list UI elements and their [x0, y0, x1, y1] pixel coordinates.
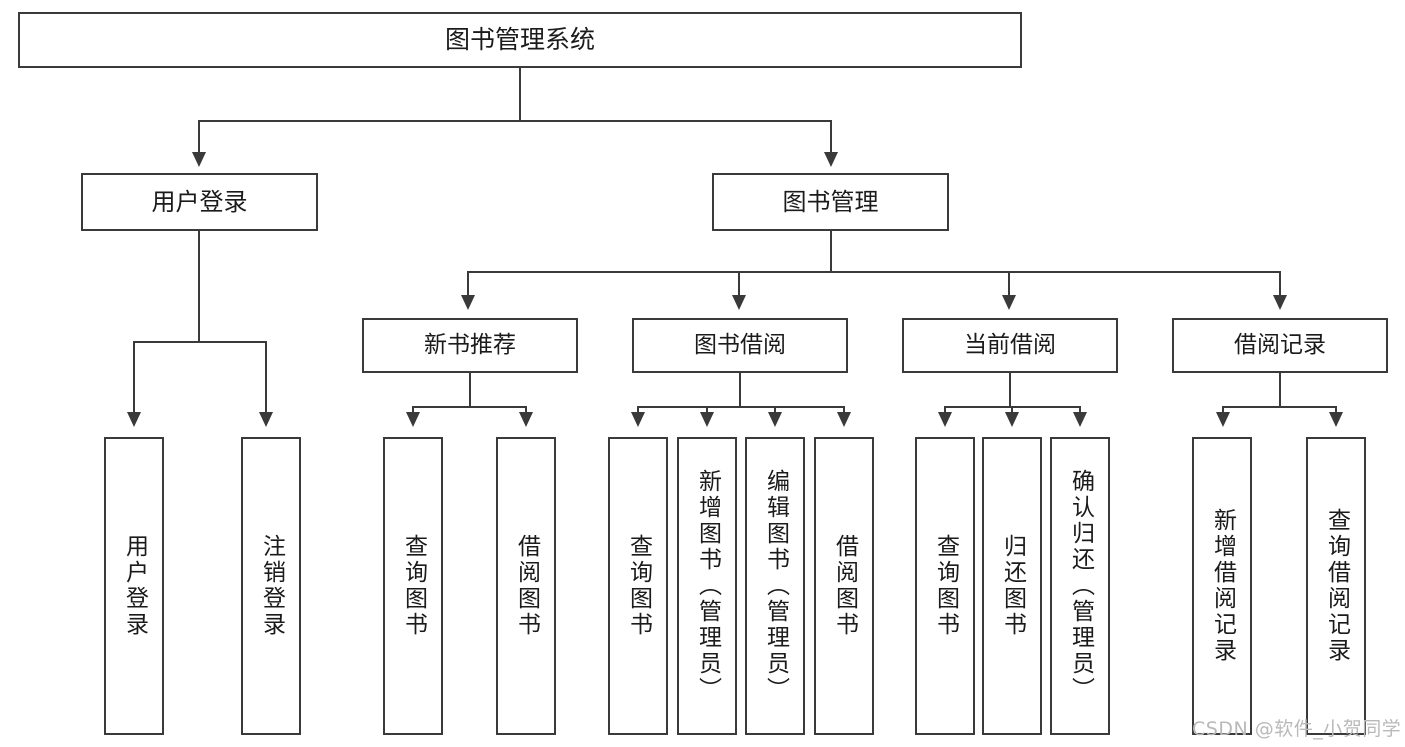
node-current-borrow[interactable]: 当前借阅	[902, 318, 1118, 373]
arrow-bb-to-leaf-3	[768, 412, 782, 427]
edge-new-book-to-leaf-1	[412, 406, 414, 414]
node-book-management[interactable]: 图书管理	[712, 173, 949, 231]
arrow-bm-to-borrow-record	[1273, 295, 1287, 310]
node-label: 借阅记录	[1234, 331, 1326, 358]
node-label: 用户登录	[151, 187, 248, 216]
edge-br-to-leaf-2	[1335, 406, 1337, 414]
leaf-label: 查询图书	[932, 534, 959, 638]
arrow-user-login-to-leaf-2	[259, 412, 273, 427]
edge-bm-to-book-borrow	[738, 271, 740, 297]
leaf-label: 新增借阅记录	[1209, 508, 1236, 664]
edge-cb-to-leaf-3	[1079, 406, 1081, 414]
leaf-return-book[interactable]: 归还图书	[982, 437, 1042, 735]
leaf-label: 借阅图书	[831, 534, 858, 638]
node-book-borrow[interactable]: 图书借阅	[632, 318, 848, 373]
leaf-label: 查询图书	[625, 534, 652, 638]
edge-root-to-book-management	[830, 120, 832, 154]
edge-bb-to-leaf-2	[706, 406, 708, 414]
edge-book-borrow-stem	[739, 373, 741, 408]
edge-bm-to-current-borrow	[1008, 271, 1010, 297]
edge-new-book-stem	[469, 373, 471, 408]
node-borrow-record[interactable]: 借阅记录	[1172, 318, 1388, 373]
arrow-new-book-to-leaf-2	[519, 412, 533, 427]
leaf-query-book-recommend[interactable]: 查询图书	[383, 437, 443, 735]
leaf-query-book-borrow[interactable]: 查询图书	[608, 437, 668, 735]
arrow-root-to-user-login	[192, 152, 206, 167]
leaf-label: 查询借阅记录	[1323, 508, 1350, 664]
arrow-bb-to-leaf-4	[837, 412, 851, 427]
arrow-br-to-leaf-2	[1329, 412, 1343, 427]
edge-current-borrow-stem	[1009, 373, 1011, 408]
arrow-root-to-book-management	[824, 152, 838, 167]
edge-cb-to-leaf-1	[944, 406, 946, 414]
leaf-label: 用户登录	[121, 534, 148, 638]
edge-bb-to-leaf-3	[774, 406, 776, 414]
arrow-bb-to-leaf-1	[631, 412, 645, 427]
leaf-label: 注销登录	[258, 534, 285, 638]
edge-user-login-distributor	[133, 341, 267, 343]
edge-root-stem	[519, 68, 521, 121]
edge-root-distributor	[198, 120, 832, 122]
node-root-book-management-system[interactable]: 图书管理系统	[18, 12, 1022, 68]
leaf-logout[interactable]: 注销登录	[241, 437, 301, 735]
leaf-label: 编辑图书（管理员）	[762, 469, 789, 703]
arrow-cb-to-leaf-1	[938, 412, 952, 427]
edge-new-book-distributor	[412, 406, 527, 408]
arrow-user-login-to-leaf-1	[127, 412, 141, 427]
edge-bm-to-new-book	[467, 271, 469, 297]
leaf-query-borrow-record[interactable]: 查询借阅记录	[1306, 437, 1366, 735]
leaf-confirm-return-admin[interactable]: 确认归还（管理员）	[1050, 437, 1110, 735]
arrow-bb-to-leaf-2	[700, 412, 714, 427]
edge-cb-to-leaf-2	[1011, 406, 1013, 414]
edge-br-to-leaf-1	[1222, 406, 1224, 414]
node-label: 图书借阅	[694, 331, 786, 358]
node-new-book-recommend[interactable]: 新书推荐	[362, 318, 578, 373]
arrow-cb-to-leaf-2	[1005, 412, 1019, 427]
edge-bb-to-leaf-4	[843, 406, 845, 414]
leaf-add-book-admin[interactable]: 新增图书（管理员）	[677, 437, 737, 735]
arrow-br-to-leaf-1	[1216, 412, 1230, 427]
leaf-edit-book-admin[interactable]: 编辑图书（管理员）	[745, 437, 805, 735]
edge-book-management-stem	[830, 231, 832, 272]
edge-book-management-distributor	[467, 271, 1281, 273]
node-label: 图书管理	[782, 187, 879, 216]
leaf-borrow-book-recommend[interactable]: 借阅图书	[496, 437, 556, 735]
node-label: 新书推荐	[424, 331, 516, 358]
leaf-label: 归还图书	[999, 534, 1026, 638]
edge-user-login-to-leaf-2	[265, 341, 267, 414]
leaf-label: 查询图书	[400, 534, 427, 638]
edge-user-login-stem	[198, 231, 200, 342]
leaf-label: 借阅图书	[513, 534, 540, 638]
arrow-new-book-to-leaf-1	[406, 412, 420, 427]
edge-new-book-to-leaf-2	[525, 406, 527, 414]
leaf-borrow-book[interactable]: 借阅图书	[814, 437, 874, 735]
edge-bb-to-leaf-1	[637, 406, 639, 414]
edge-bm-to-borrow-record	[1279, 271, 1281, 297]
edge-user-login-to-leaf-1	[133, 341, 135, 414]
edge-root-to-user-login	[198, 120, 200, 154]
arrow-cb-to-leaf-3	[1073, 412, 1087, 427]
leaf-label: 确认归还（管理员）	[1067, 469, 1094, 703]
edge-book-borrow-distributor	[637, 406, 845, 408]
node-label: 当前借阅	[964, 331, 1056, 358]
node-user-login[interactable]: 用户登录	[81, 173, 318, 231]
edge-borrow-record-distributor	[1222, 406, 1337, 408]
leaf-query-book-current[interactable]: 查询图书	[915, 437, 975, 735]
arrow-bm-to-new-book	[461, 295, 475, 310]
node-label: 图书管理系统	[444, 25, 595, 55]
arrow-bm-to-book-borrow	[732, 295, 746, 310]
arrow-bm-to-current-borrow	[1002, 295, 1016, 310]
edge-borrow-record-stem	[1279, 373, 1281, 408]
leaf-label: 新增图书（管理员）	[694, 469, 721, 703]
leaf-user-login[interactable]: 用户登录	[104, 437, 164, 735]
leaf-add-borrow-record[interactable]: 新增借阅记录	[1192, 437, 1252, 735]
